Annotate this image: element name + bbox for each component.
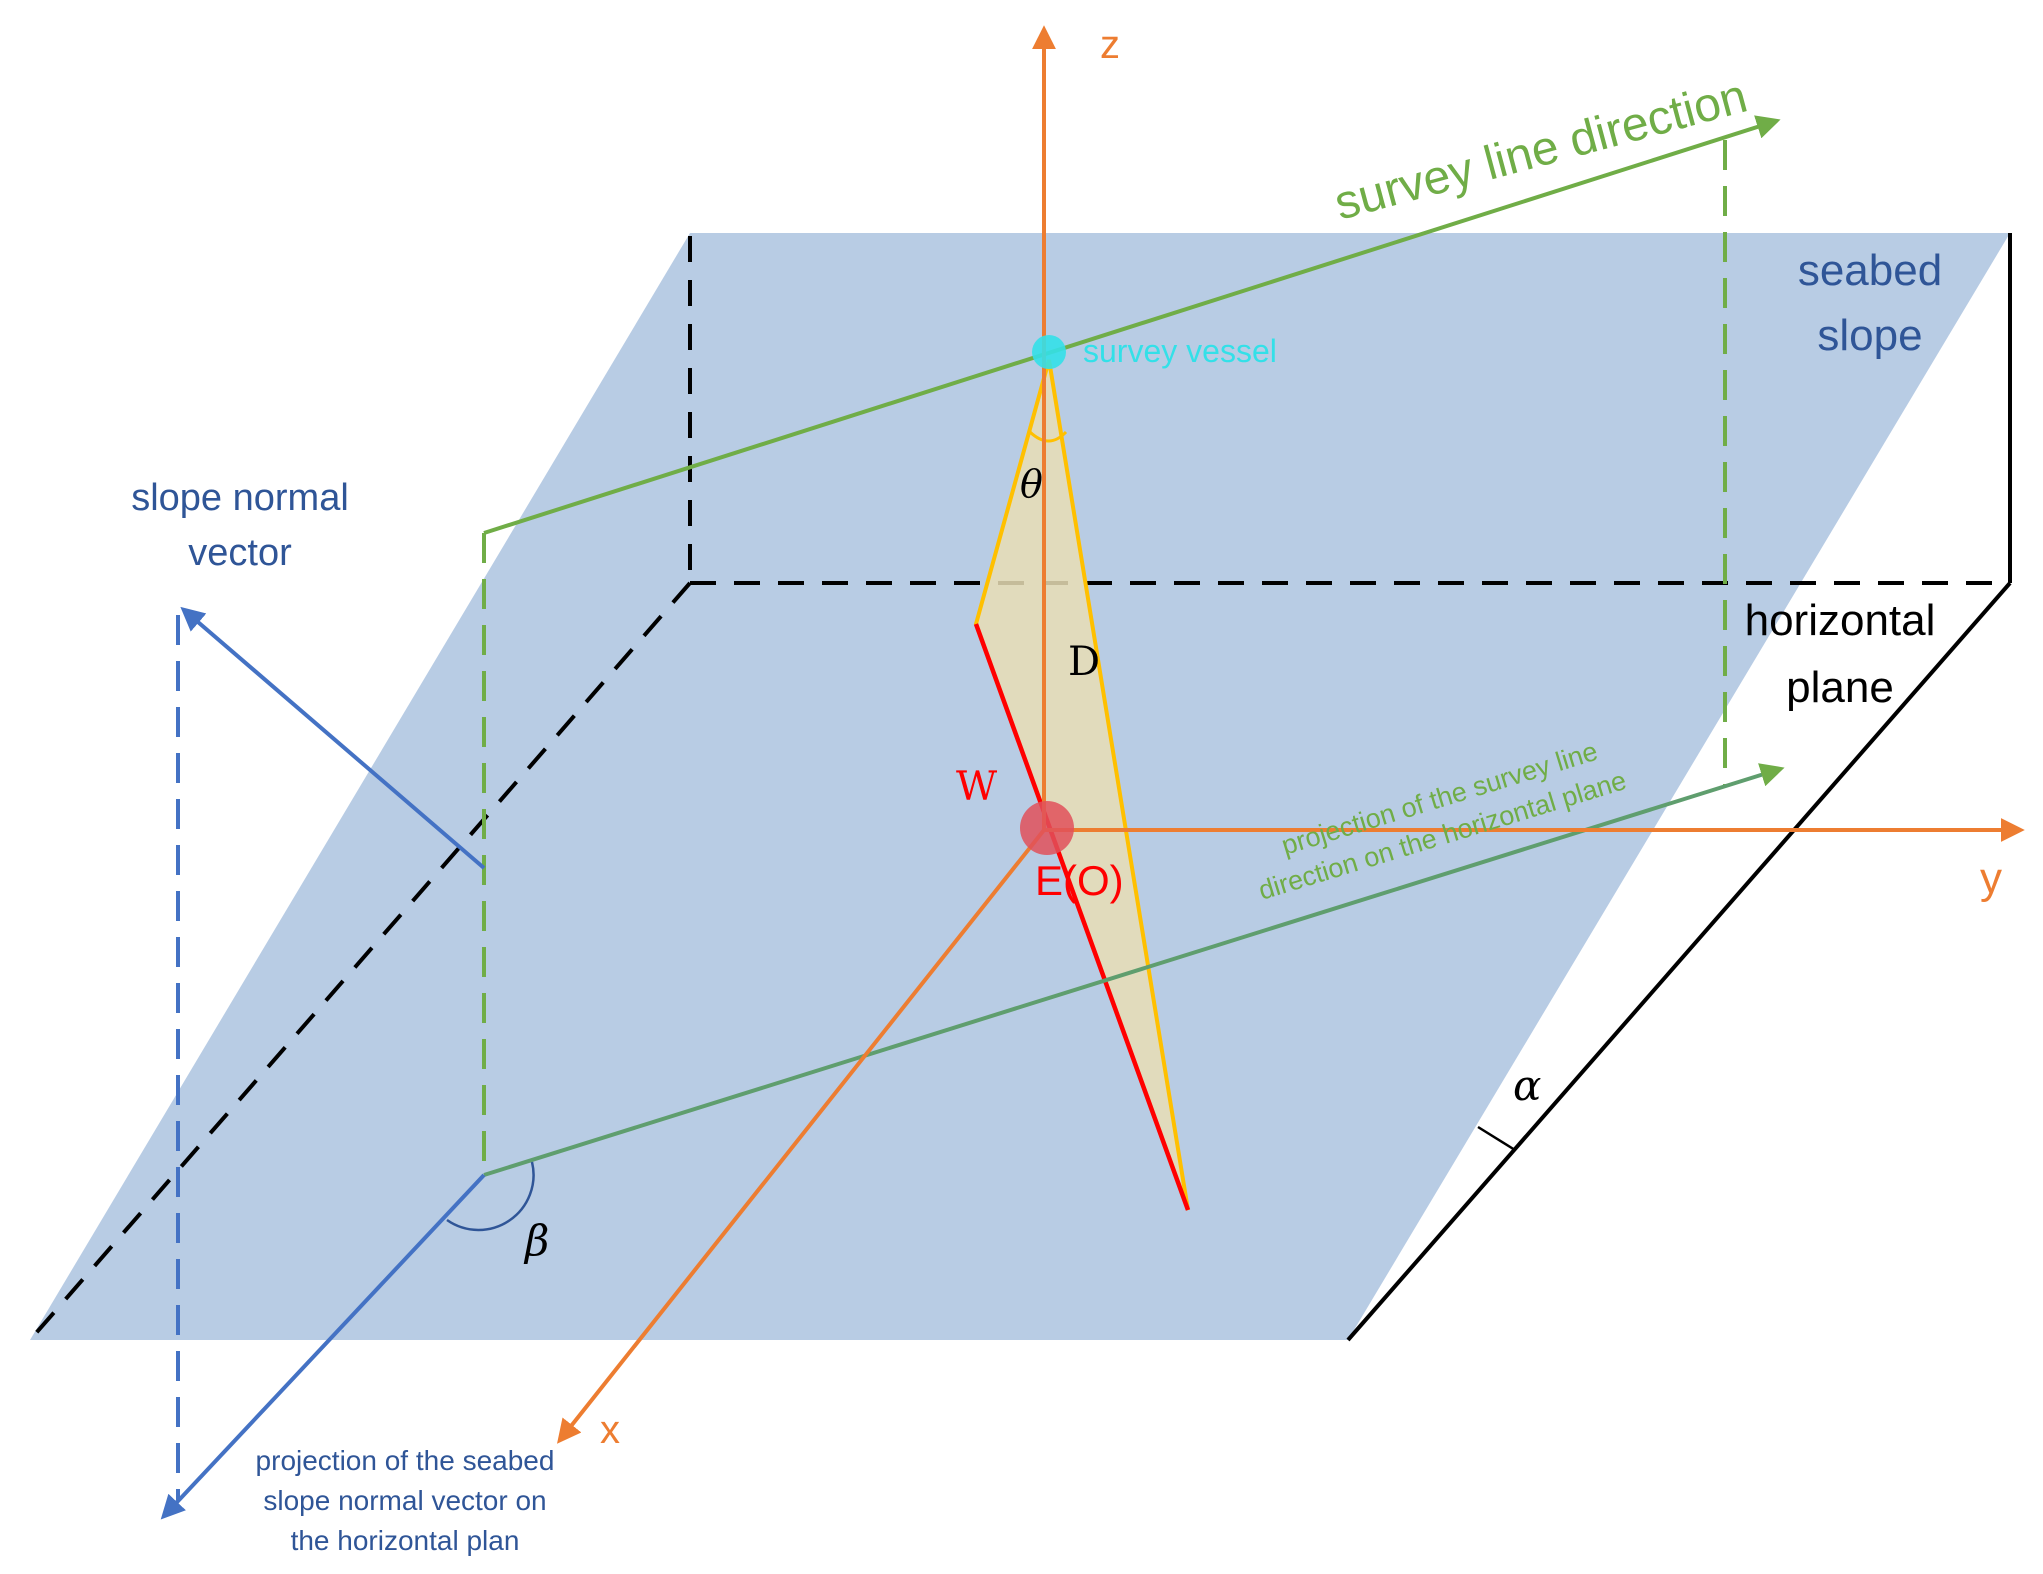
seabed-slope-label-line2: slope bbox=[1817, 311, 1922, 360]
seabed-intersection-line bbox=[973, 623, 1191, 1211]
horizontal-plane-label-line1: horizontal bbox=[1745, 596, 1936, 645]
theta-angle-arc bbox=[1028, 430, 1068, 443]
projection-normal-label-line2: slope normal vector on bbox=[263, 1485, 546, 1516]
beta-angle-arc bbox=[446, 1161, 535, 1232]
x-axis-arrow bbox=[557, 828, 1046, 1444]
y-axis-label: y bbox=[1980, 854, 2002, 903]
projection-normal-label-line3: the horizontal plan bbox=[291, 1525, 520, 1556]
horizontal-plane-box bbox=[28, 233, 2012, 1342]
projection-normal-vector-arrow bbox=[160, 1173, 486, 1520]
x-axis-label: x bbox=[600, 1408, 620, 1452]
origin-point-eo bbox=[1020, 801, 1074, 855]
depth-label: D bbox=[1068, 639, 1100, 685]
alpha-label: α bbox=[1513, 1061, 1541, 1110]
slope-normal-label-line1: slope normal bbox=[131, 477, 349, 519]
theta-label: θ bbox=[1020, 462, 1043, 506]
box-left-edge bbox=[28, 581, 692, 1342]
beta-label: β bbox=[523, 1216, 549, 1265]
survey-vessel-point bbox=[1032, 335, 1066, 369]
projection-normal-label-line1: projection of the seabed bbox=[256, 1445, 555, 1476]
survey-line-direction-arrow bbox=[483, 115, 1781, 535]
seabed-slope-plane bbox=[30, 233, 2010, 1340]
projection-survey-line-arrow bbox=[483, 763, 1785, 1177]
z-axis-label: z bbox=[1100, 23, 1120, 67]
point-eo-label: E(O) bbox=[1035, 857, 1124, 904]
survey-vessel-label: survey vessel bbox=[1083, 333, 1277, 369]
slope-normal-vector-arrow bbox=[180, 606, 486, 870]
point-w-label: W bbox=[956, 764, 997, 810]
alpha-angle-arc bbox=[1477, 1125, 1516, 1152]
survey-line-frame bbox=[482, 140, 1727, 1175]
seabed-slope-label-line1: seabed bbox=[1798, 246, 1942, 295]
box-right-edge bbox=[1346, 581, 2012, 1342]
slope-normal-label-line2: vector bbox=[188, 532, 292, 574]
horizontal-plane-label-line2: plane bbox=[1786, 663, 1894, 712]
